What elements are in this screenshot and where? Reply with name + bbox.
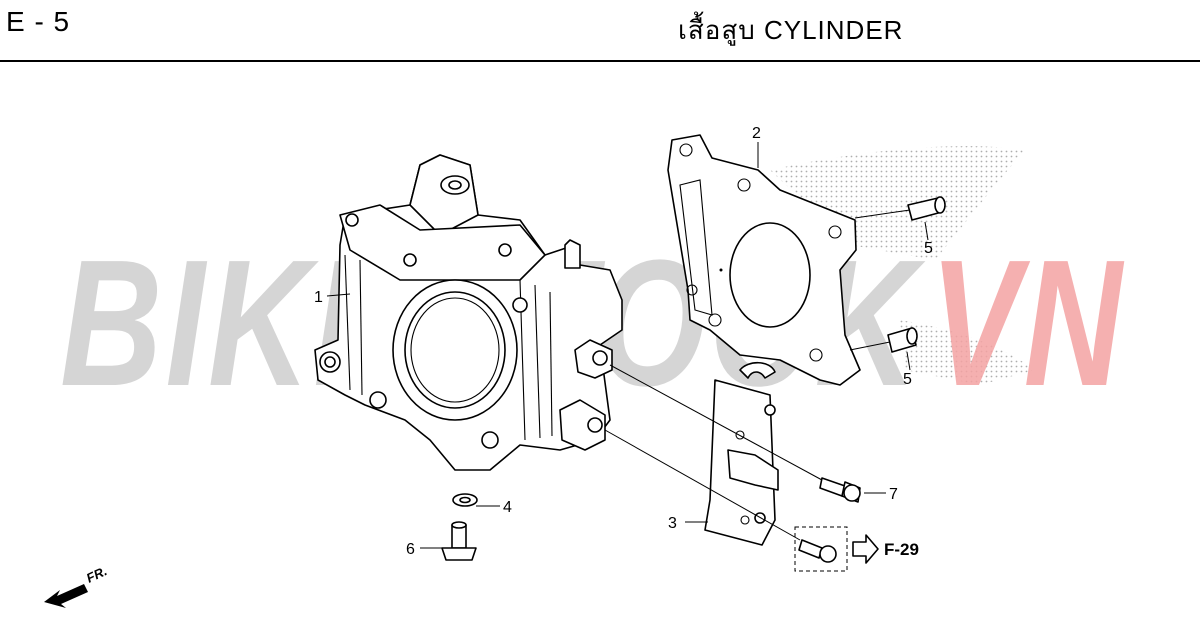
bracket-part — [704, 361, 779, 546]
leader-lines — [326, 142, 929, 549]
page-code: E - 5 — [6, 6, 71, 37]
callout-3: 3 — [668, 515, 677, 532]
front-direction-label: FR. — [84, 563, 109, 585]
reference-bolt — [794, 526, 848, 572]
dowel-pin-lower — [887, 327, 918, 353]
header-divider — [0, 60, 1200, 62]
callout-5-upper: 5 — [924, 240, 933, 257]
dotted-shading — [770, 146, 1035, 385]
stud-bolt-part — [441, 521, 477, 561]
callout-4: 4 — [503, 499, 512, 516]
callout-5-lower: 5 — [903, 371, 912, 388]
gasket-part — [667, 134, 861, 386]
callout-6: 6 — [406, 541, 415, 558]
front-direction-arrow-icon — [44, 584, 88, 608]
flange-bolt-part — [819, 477, 861, 503]
watermark-text-red: VN — [930, 223, 1125, 424]
dowel-pin-upper — [907, 196, 946, 221]
reference-label[interactable]: F-29 — [884, 540, 919, 559]
cylinder-part — [314, 154, 623, 471]
callout-2: 2 — [752, 125, 761, 142]
washer-part — [452, 493, 478, 507]
callout-7: 7 — [889, 486, 898, 503]
callout-1: 1 — [314, 289, 323, 306]
reference-arrow-icon — [852, 534, 879, 564]
page-title: เสื้อสูบ CYLINDER — [678, 15, 904, 45]
